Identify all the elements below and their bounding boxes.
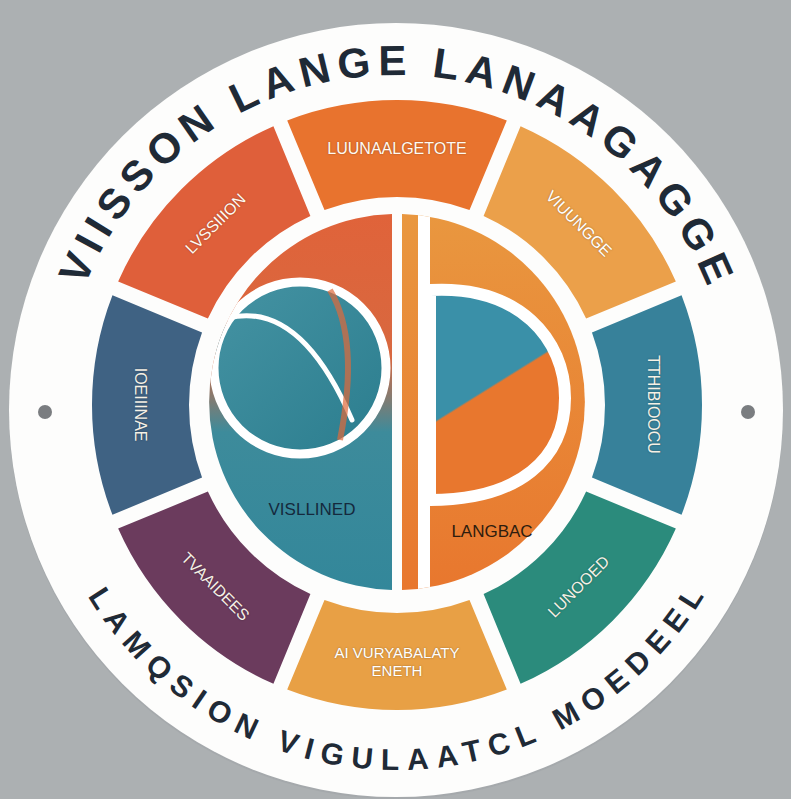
segment-label: AI VURYABALATY ENETH — [322, 644, 472, 680]
rivet-dot — [741, 405, 755, 419]
badge-disk — [9, 23, 783, 797]
segment-label: LUUNAALGETOTE — [327, 139, 466, 158]
segment-shape — [92, 295, 202, 515]
segment-shape — [287, 100, 507, 210]
ring-segment: IOEIIINAE — [92, 288, 205, 522]
segment-shape — [209, 214, 392, 590]
segment-shape — [287, 600, 507, 710]
segment-outline — [209, 214, 392, 590]
segment-shape — [402, 214, 585, 590]
segment-label: LANGBAC — [451, 522, 532, 542]
lens-symbol — [214, 282, 386, 454]
segment-label: VISLLINED — [269, 500, 356, 520]
ring-segment: LUUNAALGETOTE — [280, 100, 514, 213]
segment-label: IOEIIINAE — [131, 368, 150, 442]
segment-shape — [592, 295, 702, 515]
segment-label: TTHIBIOOCU — [644, 356, 663, 455]
ring-segment: AI VURYABALATY ENETH — [280, 597, 514, 710]
half-disk: VISLLINED — [209, 214, 392, 590]
d-symbol — [418, 200, 565, 600]
rivet-dot — [38, 405, 52, 419]
ring-segment: TTHIBIOOCU — [589, 288, 702, 522]
half-disk: LANGBAC — [402, 214, 585, 590]
